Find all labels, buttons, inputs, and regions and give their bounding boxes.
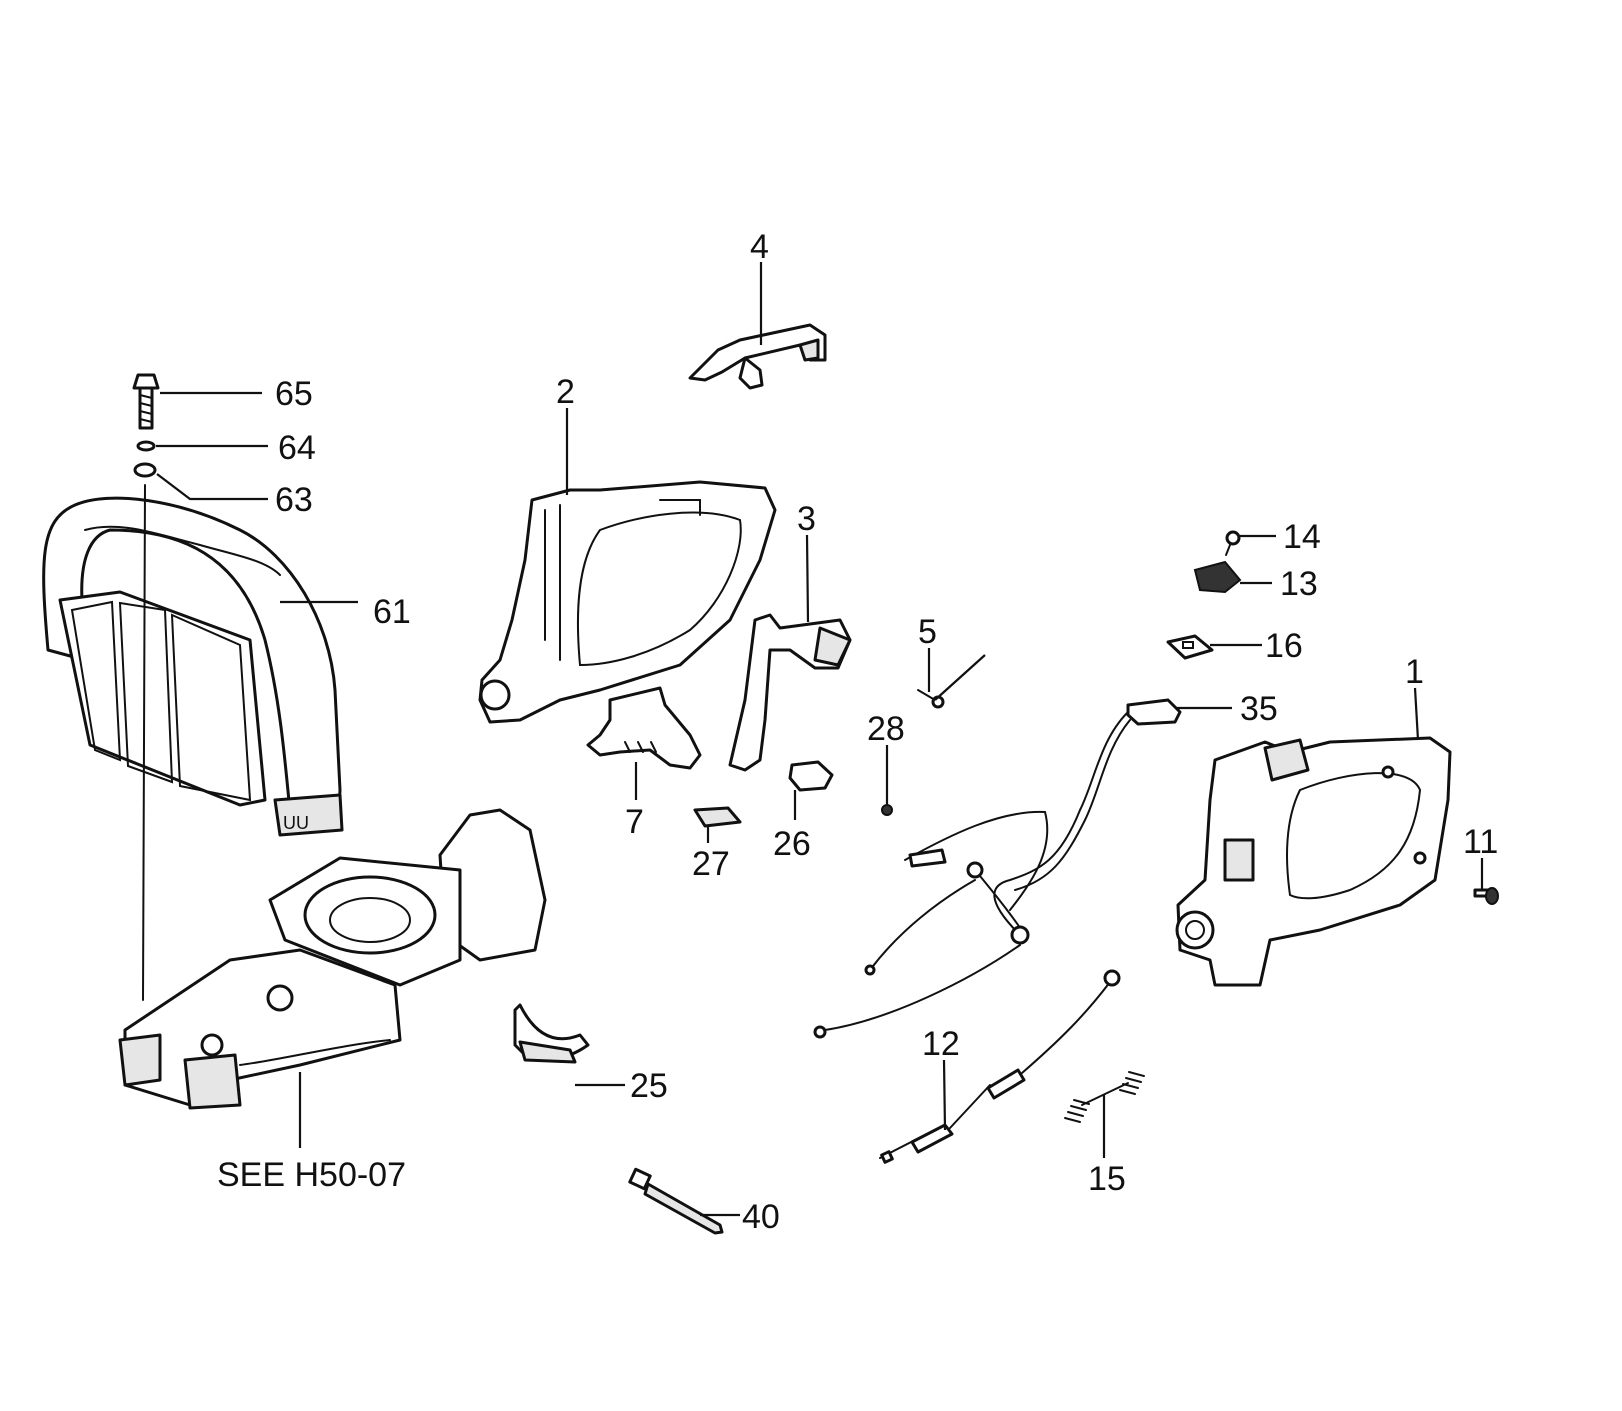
part-12-suppressor-lead (879, 969, 1121, 1164)
part-64-lock-washer (136, 440, 156, 452)
callout-4: 4 (750, 228, 769, 266)
svg-text:UU: UU (283, 813, 309, 833)
part-16-pad (1166, 634, 1214, 660)
part-40-cable-tie (628, 1167, 724, 1235)
part-14-screw (1225, 530, 1241, 556)
callout-28: 28 (867, 710, 905, 748)
part-7-switch (586, 686, 702, 770)
callout-12: 12 (922, 1025, 960, 1063)
part-13-button (1193, 560, 1242, 594)
callout-3: 3 (797, 500, 816, 538)
callout-63: 63 (275, 481, 313, 519)
callout-25: 25 (630, 1067, 668, 1105)
part-11-screw (1473, 887, 1499, 905)
callout-5: 5 (918, 613, 937, 651)
callout-61: 61 (373, 593, 411, 631)
callout-65: 65 (275, 375, 313, 413)
part-26-clip (788, 760, 834, 792)
gear-housing-assembly (118, 808, 547, 1110)
callout-11: 11 (1463, 823, 1498, 861)
part-35-wiring-harness (813, 698, 1182, 1039)
part-1-rear-handle (1175, 736, 1452, 987)
callout-labels: 65 64 63 61 2 4 3 5 7 27 26 28 35 1 14 1… (217, 228, 1498, 1236)
part-27-label (693, 806, 742, 828)
callout-15: 15 (1088, 1160, 1126, 1198)
part-28-screw (881, 804, 893, 816)
part-65-bolt (132, 373, 160, 430)
part-15-spring (1064, 1071, 1145, 1123)
part-25-clamp (513, 1003, 590, 1064)
callout-1: 1 (1405, 653, 1424, 691)
callout-7: 7 (625, 803, 644, 841)
callout-35: 35 (1240, 690, 1278, 728)
part-5-screw (917, 689, 945, 709)
part-63-flat-washer (133, 462, 157, 478)
leader-lines (156, 262, 1484, 1217)
callout-27: 27 (692, 845, 730, 883)
part-2-housing-half (478, 480, 777, 724)
callout-2: 2 (556, 373, 575, 411)
part-3-trigger (728, 613, 852, 772)
callout-13: 13 (1280, 565, 1318, 603)
part-61-front-handle: UU (42, 496, 344, 837)
part-4-lock-lever (688, 323, 827, 390)
callout-64: 64 (278, 429, 316, 467)
callout-14: 14 (1283, 518, 1321, 556)
callout-26: 26 (773, 825, 811, 863)
callout-40: 40 (742, 1198, 780, 1236)
reference-note: SEE H50-07 (217, 1156, 406, 1194)
assembly-axis-line (142, 484, 146, 1001)
callout-16: 16 (1265, 627, 1303, 665)
